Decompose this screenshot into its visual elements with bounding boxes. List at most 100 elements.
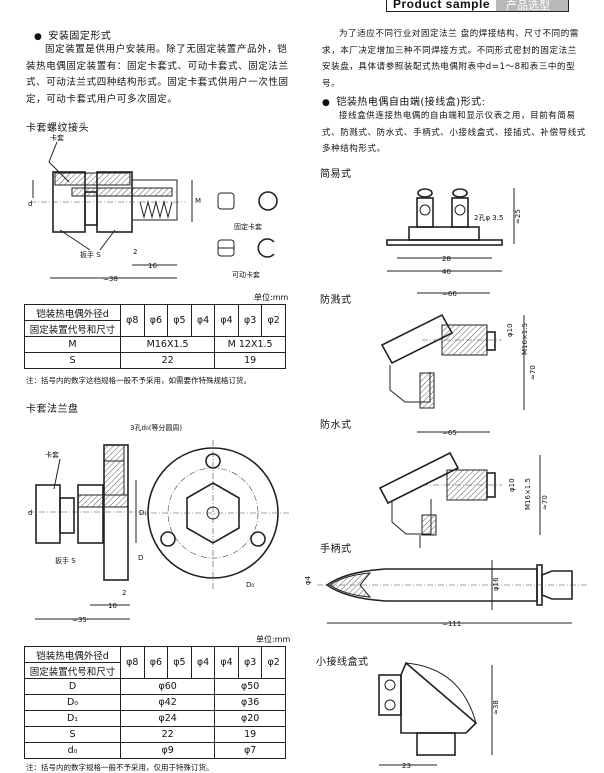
table2-col: φ4 [190, 646, 216, 679]
label-D: D [138, 554, 143, 562]
table2-header2: 固定装置代号和尺寸 [24, 662, 121, 679]
row-name: S [24, 352, 121, 369]
table2-note: 注：括号内的数字规格一般不予采用，仅用于特殊订货。 [26, 763, 214, 772]
label-holes: 2孔φ 3.5 [474, 214, 503, 222]
label-dim35: ≈35 [72, 616, 87, 624]
splash-title: 防溅式 [320, 295, 352, 306]
label-phi16: φ16 [492, 577, 500, 591]
label-dim10: 10 [108, 602, 117, 610]
label-111: ≈111 [442, 620, 461, 628]
label-dim16: 16 [148, 262, 157, 270]
fig1-title: 卡套螺纹接头 [26, 123, 89, 134]
handle-type-drawing: φ4 φ16 ≈111 [304, 560, 587, 628]
label-phi10: φ10 [508, 478, 516, 492]
table1-col: φ4 [190, 304, 216, 337]
table2-col: φ4 [214, 646, 239, 679]
row-name: D₁ [24, 710, 121, 727]
label-38: ≈38 [492, 700, 500, 715]
header-cn: 产品选型 [496, 0, 569, 12]
table1-col: φ4 [214, 304, 239, 337]
ferrule-thread-fitting-drawing: d 卡套 M 扳手 S 2 16 ≈38 固定卡套 可动卡套 [28, 133, 278, 283]
table2-col: φ8 [120, 646, 145, 679]
cell: φ42 [119, 694, 216, 711]
table2-col: φ3 [237, 646, 263, 679]
label-23: 23 [402, 762, 411, 770]
table1-col: φ8 [120, 304, 145, 337]
cell: φ24 [119, 710, 216, 727]
section-title-terminal: 铠装热电偶自由端(接线盒)形式: [322, 93, 486, 108]
cell: φ20 [214, 710, 286, 727]
label-70: ≈70 [541, 495, 549, 510]
row-name: D [24, 678, 121, 695]
label-ferrule: 卡套 [45, 450, 59, 459]
water-title: 防水式 [320, 420, 352, 431]
label-70: ≈70 [529, 365, 537, 380]
ferrule-flange-drawing: d 卡套 D₁ 扳手 S 2 10 ≈35 3孔d₀(等分圆周) D D₀ [28, 423, 290, 624]
cell: 19 [214, 352, 286, 369]
cell: M 12X1.5 [214, 336, 286, 353]
label-dim38: ≈38 [103, 275, 118, 283]
header-en: Product sample [387, 0, 497, 11]
cell: 22 [119, 726, 216, 743]
label-m16: M16×1.5 [524, 478, 532, 510]
waterproof-drawing: ≈65 φ10 M16×1.5 ≈70 [378, 429, 549, 548]
label-M: M [195, 197, 201, 205]
simple-type-drawing: 2孔φ 3.5 28 40 ≈25 [386, 188, 522, 276]
table2-header1: 铠装热电偶外径d [24, 646, 121, 663]
label-65: ≈65 [442, 429, 457, 437]
label-25: ≈25 [514, 209, 522, 224]
table1-note: 注：括号内的数字这档规格一般不予采用，如需要作特殊规格订货。 [26, 376, 251, 385]
table1-col: φ3 [237, 304, 263, 337]
table2-col: φ5 [167, 646, 192, 679]
label-dim2: 2 [122, 589, 126, 597]
label-wrench: 扳手 S [55, 556, 76, 565]
table1-col: φ6 [143, 304, 169, 337]
page-header-banner: Product sample 产品选型 [386, 0, 570, 12]
splash-proof-drawing: ≈66 φ10 M16×1.5 ≈70 [380, 290, 537, 410]
cell: φ36 [214, 694, 286, 711]
table1-unit: 单位:mm [254, 293, 289, 302]
cell: φ7 [214, 742, 286, 759]
label-movable-ferrule: 可动卡套 [232, 270, 260, 279]
cell: 22 [119, 352, 216, 369]
label-66: ≈66 [442, 290, 457, 298]
table1-col: φ2 [261, 304, 286, 337]
cell: φ60 [119, 678, 216, 695]
row-name: M [24, 336, 121, 353]
label-dim2: 2 [133, 248, 137, 256]
simple-title: 简易式 [320, 169, 352, 180]
cell: M16X1.5 [119, 336, 216, 353]
cell: φ50 [214, 678, 286, 695]
table2-col: φ2 [261, 646, 286, 679]
label-wrench: 扳手 S [80, 250, 101, 259]
section-title-mounting: 安装固定形式 [34, 27, 111, 42]
label-fixed-ferrule: 固定卡套 [234, 222, 262, 231]
mounting-paragraph: 固定装置是供用户安装用。除了无固定装置产品外，铠装热电偶固定装置有：固定卡套式、… [26, 44, 289, 105]
label-28: 28 [442, 255, 451, 263]
small-box-title: 小接线盒式 [316, 657, 369, 668]
table2-unit: 单位:mm [256, 635, 291, 644]
table1-header1: 铠装热电偶外径d [24, 304, 121, 321]
cell: 19 [214, 726, 286, 743]
label-ferrule: 卡套 [50, 133, 64, 142]
row-name: d₀ [24, 742, 121, 759]
label-m16: M16×1.5 [521, 323, 529, 355]
label-d: d [28, 200, 32, 208]
label-phi10: φ10 [506, 323, 514, 337]
terminal-paragraph: 接线盒供连接热电偶的自由端和显示仪表之用，目前有简易式、防溅式、防水式、手柄式、… [322, 111, 586, 154]
row-name: S [24, 726, 121, 743]
fig2-title: 卡套法兰盘 [26, 404, 79, 415]
handle-title: 手柄式 [320, 544, 352, 555]
table2-col: φ6 [143, 646, 169, 679]
table1-header2: 固定装置代号和尺寸 [24, 320, 121, 337]
label-d: d [28, 509, 32, 517]
